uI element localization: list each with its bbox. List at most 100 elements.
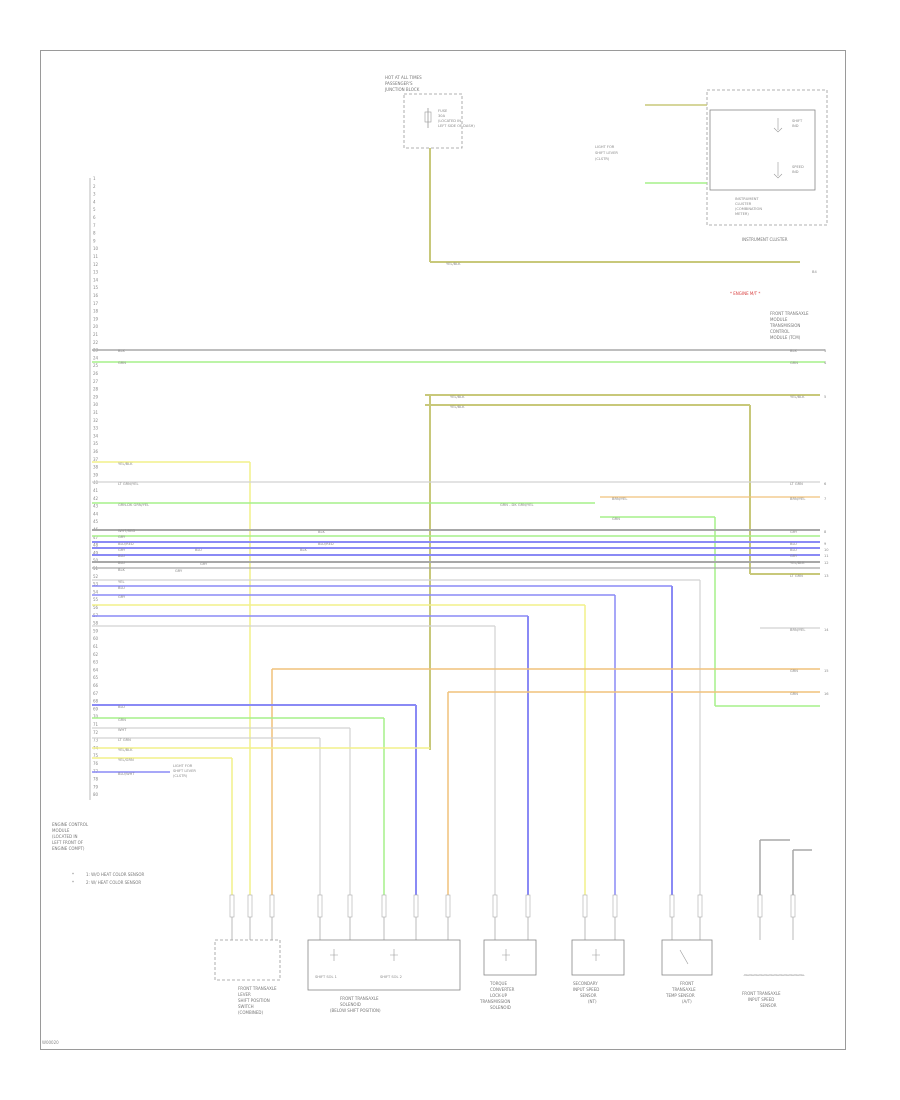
ecm-pin-label: 65 bbox=[93, 675, 99, 680]
ecm-pin-label: 60 bbox=[93, 636, 99, 641]
wire-pin-right: 15 bbox=[824, 669, 829, 673]
svg-text:FRONT: FRONT bbox=[680, 981, 694, 986]
svg-text:SENSOR: SENSOR bbox=[760, 1003, 777, 1008]
svg-text:SWITCH: SWITCH bbox=[238, 1004, 254, 1009]
ecm-pin-label: 28 bbox=[93, 387, 99, 392]
svg-text:SHIFT: SHIFT bbox=[792, 119, 803, 123]
svg-text:(LOCATED IN: (LOCATED IN bbox=[52, 834, 78, 839]
svg-text:MODULE: MODULE bbox=[770, 317, 788, 322]
ecm-pin-label: 71 bbox=[93, 722, 99, 727]
ecm-pin-label: 18 bbox=[93, 309, 99, 314]
ecm-pin-label: 76 bbox=[93, 761, 99, 766]
svg-text:SPEED: SPEED bbox=[792, 165, 804, 169]
wire-label-left: YEL/BLK bbox=[118, 748, 133, 752]
svg-text:CLUSTER: CLUSTER bbox=[735, 202, 752, 206]
ecm-pin-label: 36 bbox=[93, 449, 99, 454]
diagram-frame bbox=[40, 50, 846, 1050]
wire-label-left: WHT bbox=[118, 728, 127, 732]
svg-text:INPUT SPEED: INPUT SPEED bbox=[748, 997, 774, 1002]
svg-text:LIGHT FOR: LIGHT FOR bbox=[173, 764, 193, 768]
tcm-label: FRONT TRANSAXLE MODULE TRANSMISSION CONT… bbox=[769, 311, 809, 340]
wire-pin-right: 13 bbox=[824, 574, 829, 578]
connector-terminal bbox=[413, 894, 419, 918]
svg-text:FRONT TRANSAXLE: FRONT TRANSAXLE bbox=[742, 991, 781, 996]
wire-label-left: BLU bbox=[118, 705, 125, 709]
ecm-pin-label: 55 bbox=[93, 597, 99, 602]
ecm-pin-label: 58 bbox=[93, 621, 99, 626]
ecm-pin-label: 39 bbox=[93, 472, 99, 477]
ecm-pin-label: 43 bbox=[93, 504, 99, 509]
svg-text:B4: B4 bbox=[812, 270, 817, 274]
ecm-pin-label: 24 bbox=[93, 355, 99, 360]
svg-text:TRANSAXLE: TRANSAXLE bbox=[671, 987, 696, 992]
svg-text:SECONDARY: SECONDARY bbox=[573, 981, 598, 986]
ecm-pin-label: 31 bbox=[93, 410, 99, 415]
wire-pin-right: 5 bbox=[824, 395, 826, 399]
wire-label-right: YEL/BLK bbox=[790, 561, 805, 565]
wire-label-left: BLU/RED bbox=[118, 542, 134, 546]
connector-terminal bbox=[269, 894, 275, 918]
wire-label-right: BRN/YEL bbox=[790, 497, 805, 501]
ecm-pin-label: 22 bbox=[93, 340, 99, 345]
svg-text:YEL/BLK: YEL/BLK bbox=[450, 395, 465, 399]
component-secondary-input-speed-sensor: SECONDARY INPUT SPEED SENSOR (NT) bbox=[571, 939, 625, 1004]
ecm-pin-label: 7 bbox=[93, 223, 96, 228]
component-front-transaxle-lever: FRONT TRANSAXLE LEVER SHIFT POSITION SWI… bbox=[214, 939, 281, 1015]
svg-text:TEMP SENSOR: TEMP SENSOR bbox=[665, 993, 695, 998]
ecm-pin-label: 45 bbox=[93, 519, 99, 524]
wire-label-left: BLU/WHT bbox=[118, 772, 135, 776]
ecm-pin-label: 19 bbox=[93, 316, 99, 321]
wire-label-right: LT GRN bbox=[790, 482, 803, 486]
svg-text:BLK: BLK bbox=[318, 530, 325, 534]
ecm-pin-label: 78 bbox=[93, 777, 99, 782]
ecm-pin-label: 63 bbox=[93, 660, 99, 665]
wire-label-left: GRN-DK GRN/YEL bbox=[118, 503, 149, 507]
ecm-pin-label: 68 bbox=[93, 699, 99, 704]
connector-terminal bbox=[612, 894, 618, 918]
wire-label-right: GRN bbox=[790, 669, 798, 673]
svg-text:SHIFT LEVER: SHIFT LEVER bbox=[173, 769, 196, 773]
temp-sensor-icon bbox=[679, 949, 689, 965]
ecm-pin-label: 47 bbox=[93, 535, 99, 540]
ecm-pin-label: 62 bbox=[93, 652, 99, 657]
svg-text:FRONT TRANSAXLE: FRONT TRANSAXLE bbox=[238, 986, 277, 991]
wire-label-right: LT GRN bbox=[790, 574, 803, 578]
connector-terminal bbox=[347, 894, 353, 918]
ecm-pin-label: 54 bbox=[93, 589, 99, 594]
svg-text:(COMBINED): (COMBINED) bbox=[238, 1010, 263, 1015]
solenoid-icon bbox=[330, 949, 338, 961]
svg-text:(BELOW SHIFT POSITION): (BELOW SHIFT POSITION) bbox=[330, 1008, 381, 1013]
ecm-pin-label: 37 bbox=[93, 457, 99, 462]
svg-text:GRY: GRY bbox=[200, 562, 208, 566]
wire-label-left: BLU bbox=[118, 586, 125, 590]
svg-text:MODULE (TCM): MODULE (TCM) bbox=[770, 335, 801, 340]
wire-label-left: BLK bbox=[118, 349, 125, 353]
solenoid-icon bbox=[390, 949, 398, 961]
wire-label-left: BLU bbox=[118, 561, 125, 565]
ecm-pin-label: 64 bbox=[93, 667, 99, 672]
sensor-icon bbox=[592, 949, 600, 961]
svg-text:IND: IND bbox=[792, 170, 799, 174]
connector-ticks bbox=[229, 894, 796, 940]
ecm-pin-label: 32 bbox=[93, 418, 99, 423]
ecm-pin-label: 75 bbox=[93, 753, 99, 758]
wire-label-left: GRN bbox=[118, 361, 126, 365]
wire-input-speed-1 bbox=[759, 839, 790, 905]
ecm-pin-label: 69 bbox=[93, 706, 99, 711]
wire-pin-right: 8 bbox=[824, 530, 827, 534]
svg-text:PASSENGER'S: PASSENGER'S bbox=[385, 81, 413, 86]
svg-text:(CLSTR): (CLSTR) bbox=[173, 774, 188, 778]
connector-terminal bbox=[757, 894, 763, 918]
svg-text:BLK: BLK bbox=[300, 548, 307, 552]
connector-terminal bbox=[790, 894, 796, 918]
ecm-pin-label: 3 bbox=[93, 192, 96, 197]
svg-text:TRANSMISSION: TRANSMISSION bbox=[479, 999, 510, 1004]
svg-text:30A: 30A bbox=[438, 114, 446, 118]
wire-label-right: GRY bbox=[790, 554, 798, 558]
svg-text:IND: IND bbox=[792, 124, 799, 128]
svg-text:SHIFT LEVER: SHIFT LEVER bbox=[595, 151, 618, 155]
wire-label-right: GRN bbox=[790, 692, 798, 696]
svg-text:CONTROL: CONTROL bbox=[770, 329, 790, 334]
ecm-pin-label: 44 bbox=[93, 511, 99, 516]
svg-text:FUSE: FUSE bbox=[438, 109, 448, 113]
